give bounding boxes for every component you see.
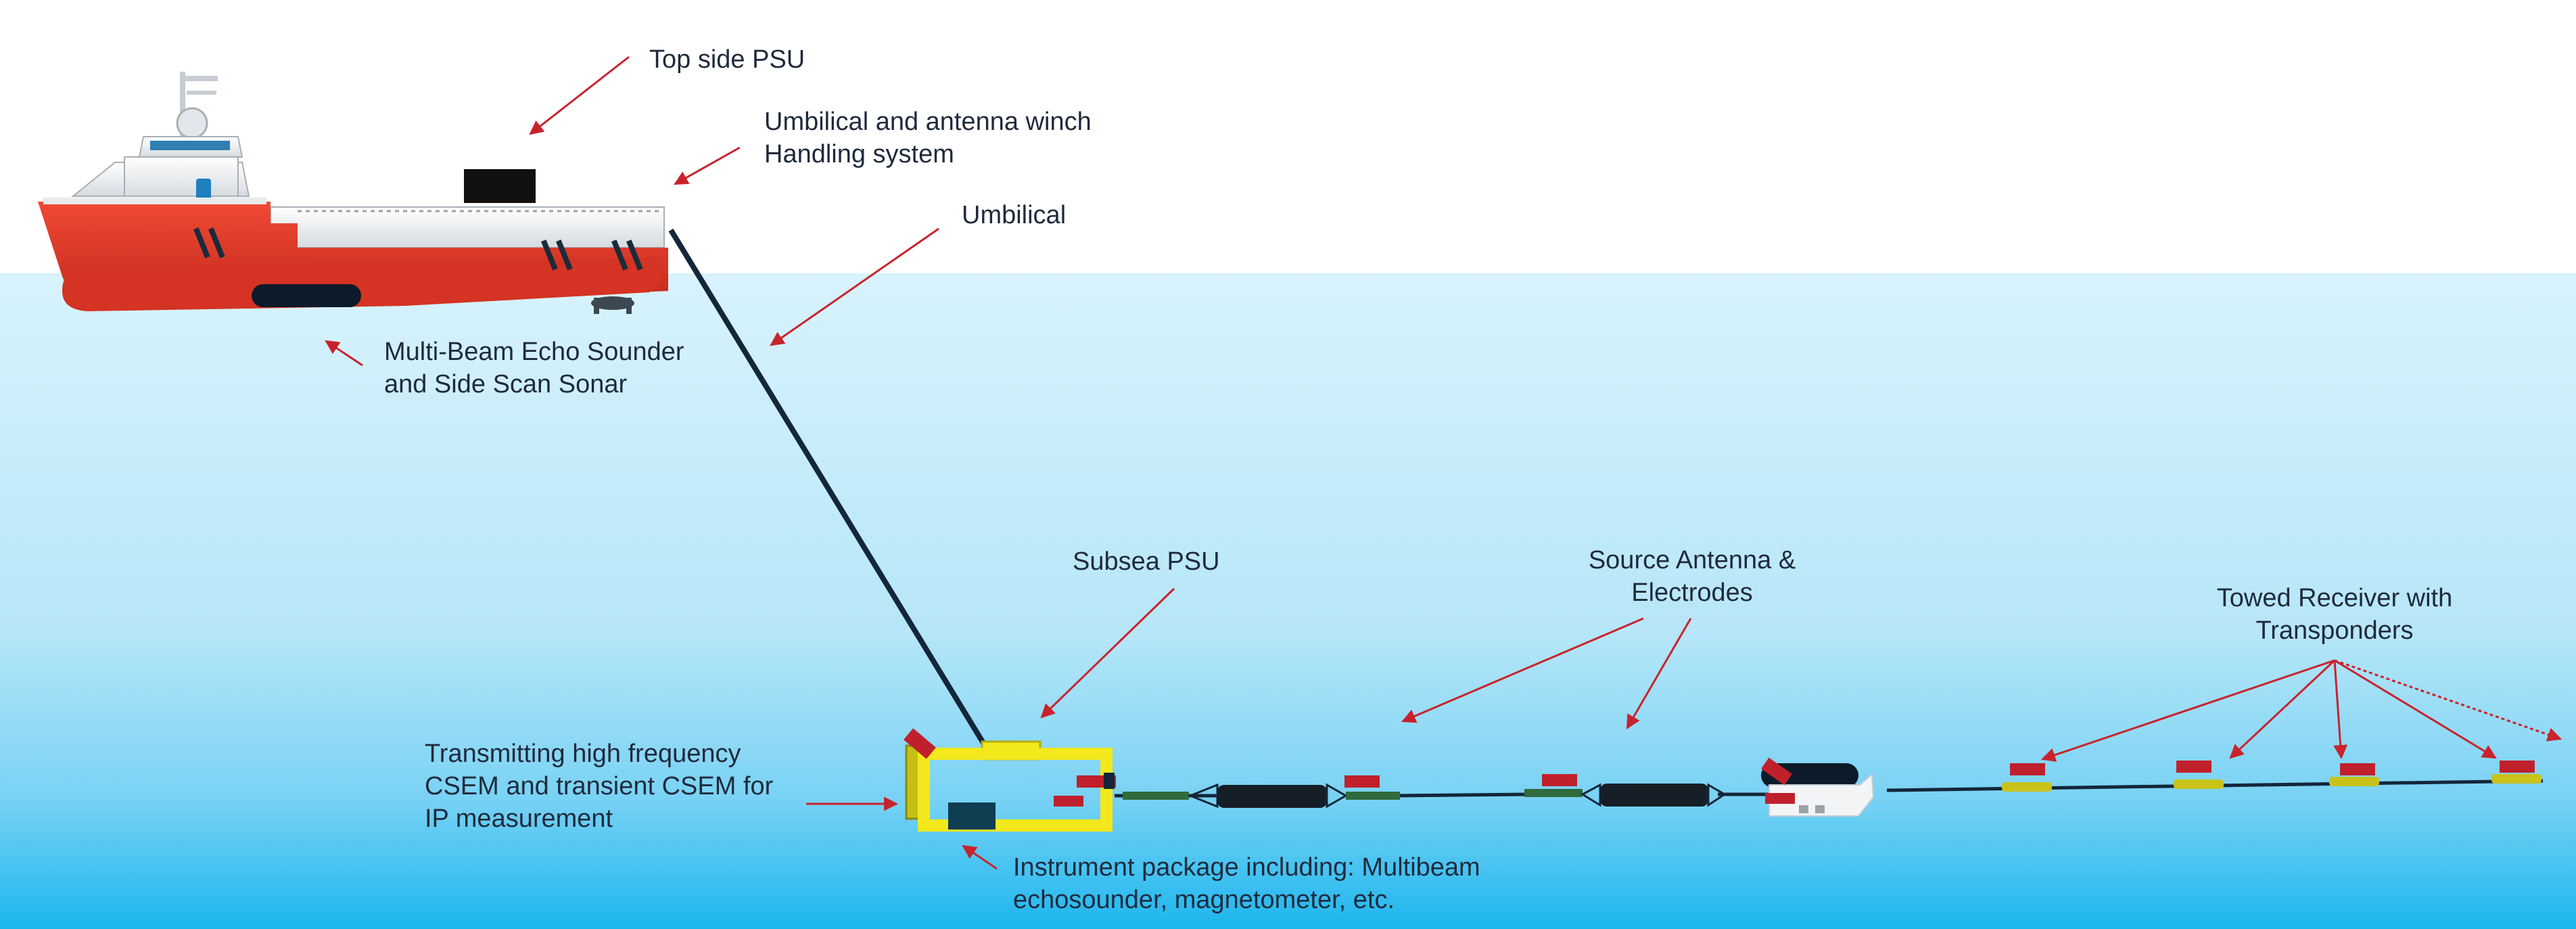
sonar-pod	[591, 296, 634, 314]
transponder-icon	[2329, 763, 2379, 786]
tow-body-icon	[1761, 757, 1875, 817]
winch-box	[464, 169, 536, 203]
transponder-icon	[2002, 763, 2052, 792]
label-subsea-psu: Subsea PSU	[1073, 547, 1220, 576]
receiver-nodes	[2002, 761, 2542, 792]
annotation-arrows	[325, 55, 2562, 870]
transponder-icon	[2174, 761, 2224, 789]
label-source-antenna: Source Antenna & Electrodes	[1588, 546, 1796, 607]
label-towed-receiver: Towed Receiver with Transponders	[2216, 584, 2453, 645]
label-instrument-package: Instrument package including: Multibeam …	[1013, 853, 1480, 914]
subsea-sled-icon	[904, 728, 1116, 832]
label-echo-sounder: Multi-Beam Echo Sounder and Side Scan So…	[384, 338, 684, 399]
transponder-icon	[2491, 761, 2542, 784]
umbilical-cable	[668, 228, 990, 752]
label-transmitting: Transmitting high frequency CSEM and tra…	[425, 740, 774, 833]
source-antenna	[1123, 774, 1727, 809]
vessel-icon	[38, 72, 668, 314]
label-top-side-psu: Top side PSU	[649, 45, 805, 74]
label-winch: Umbilical and antenna winch Handling sys…	[764, 108, 1092, 168]
sea-background	[0, 273, 2576, 929]
label-umbilical: Umbilical	[962, 201, 1067, 229]
